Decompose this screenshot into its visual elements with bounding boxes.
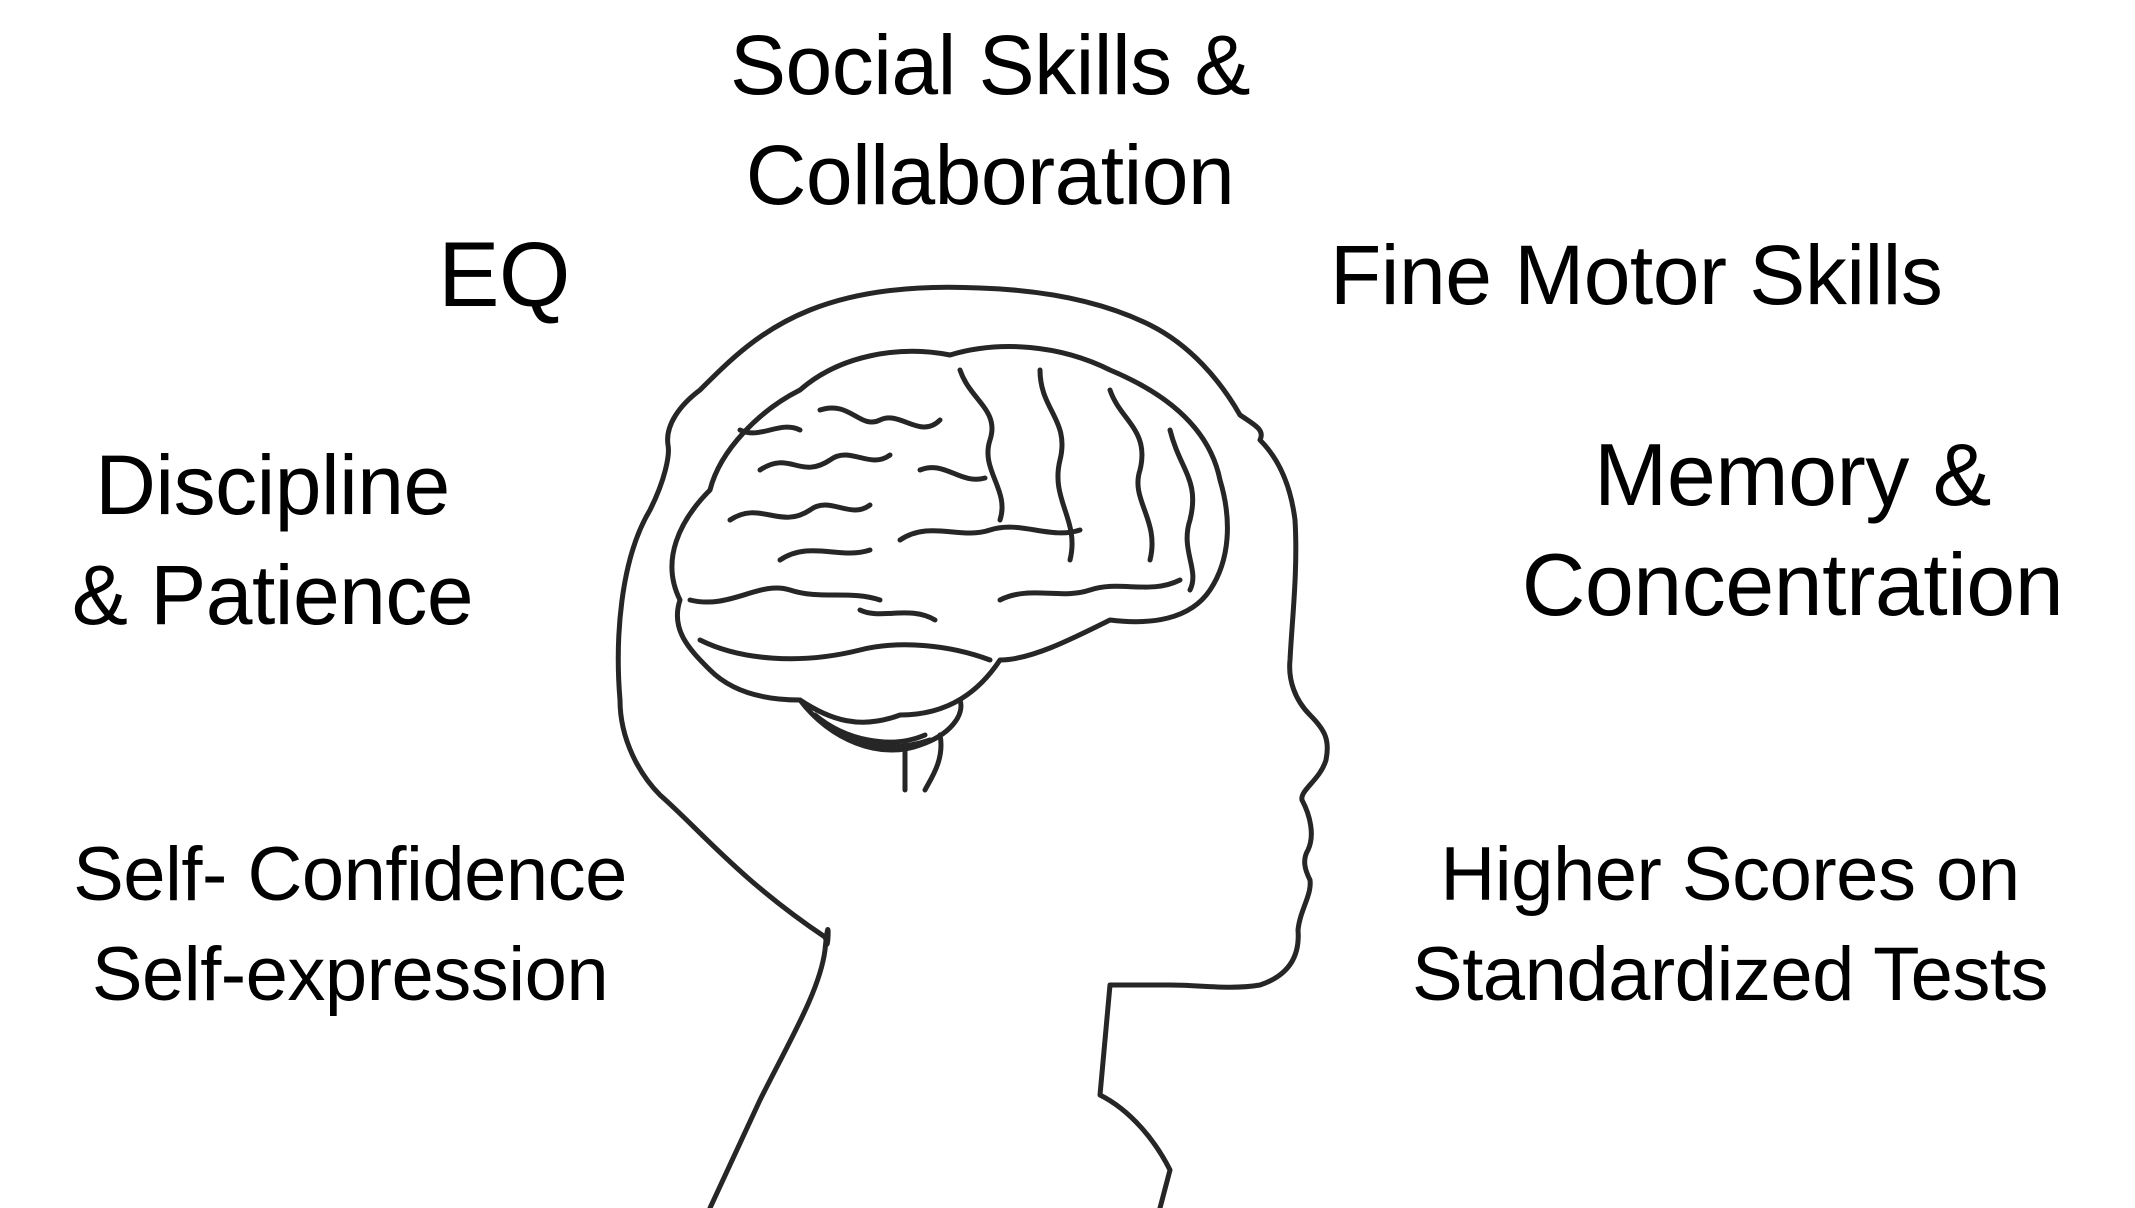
child-head-outline-icon <box>615 284 1330 1208</box>
label-higher-scores: Higher Scores on Standardized Tests <box>1330 825 2130 1025</box>
label-social-skills-line2: Collaboration <box>745 128 1235 222</box>
label-eq-line1: EQ <box>438 224 570 326</box>
label-higher-line1: Higher Scores on <box>1440 832 2020 917</box>
label-higher-line2: Standardized Tests <box>1412 932 2049 1017</box>
label-self-line1: Self- Confidence <box>73 832 627 917</box>
label-self-line2: Self-expression <box>91 932 609 1017</box>
label-discipline-line1: Discipline <box>95 438 450 532</box>
label-fine-motor-line1: Fine Motor Skills <box>1330 228 1943 322</box>
label-memory-line2: Concentration <box>1521 535 2064 634</box>
label-memory-line1: Memory & <box>1594 425 1991 524</box>
label-self-confidence: Self- Confidence Self-expression <box>0 825 700 1025</box>
label-social-skills: Social Skills & Collaboration <box>600 10 1380 230</box>
brain-icon <box>669 344 1230 725</box>
label-social-skills-line1: Social Skills & <box>729 18 1251 112</box>
label-fine-motor-skills: Fine Motor Skills <box>1330 220 2080 330</box>
label-memory-concentration: Memory & Concentration <box>1450 420 2135 640</box>
label-eq: EQ <box>300 220 570 330</box>
label-discipline-patience: Discipline & Patience <box>0 430 545 650</box>
label-discipline-line2: & Patience <box>71 548 474 642</box>
